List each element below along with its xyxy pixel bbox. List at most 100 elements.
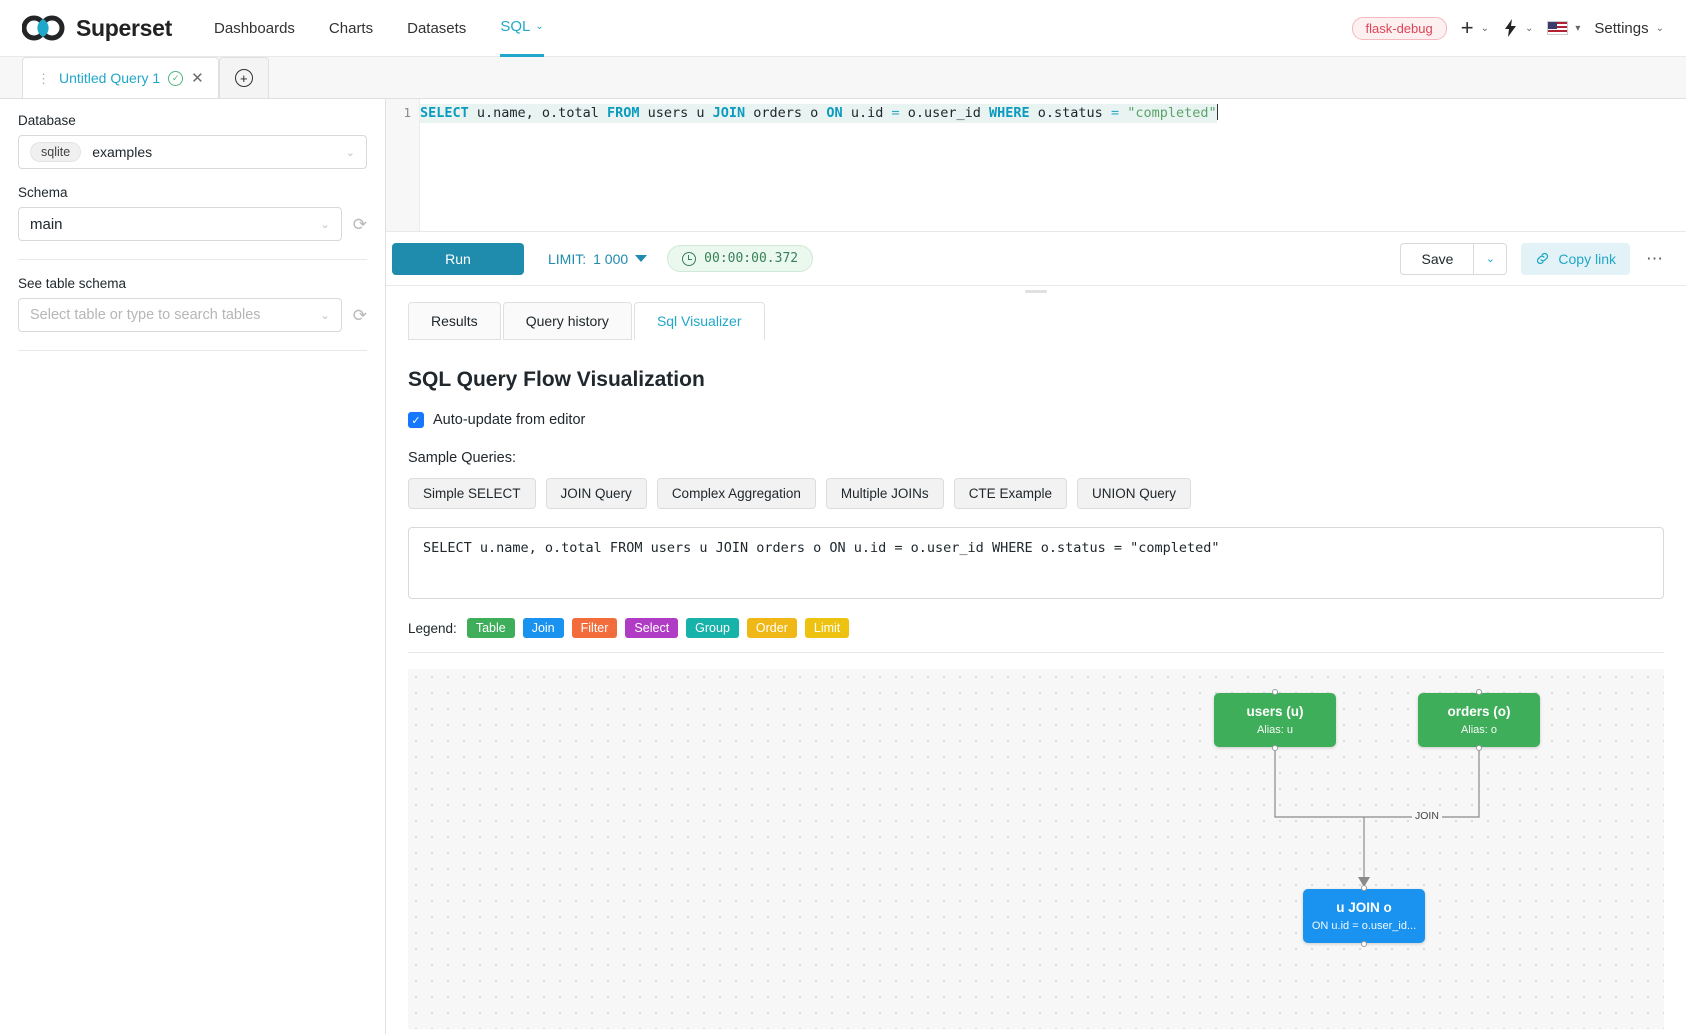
port-bottom-icon	[1272, 745, 1278, 751]
sample-button-cte-example[interactable]: CTE Example	[953, 478, 1067, 509]
save-dropdown-button[interactable]: ⌄	[1473, 242, 1508, 275]
editor-code-area[interactable]: SELECT u.name, o.total FROM users u JOIN…	[420, 99, 1686, 231]
sample-button-union-query[interactable]: UNION Query	[1076, 478, 1191, 509]
flow-node-join[interactable]: u JOIN o ON u.id = o.user_id...	[1303, 885, 1425, 947]
port-top-icon	[1361, 885, 1367, 891]
nav-link-dashboards-label: Dashboards	[214, 19, 295, 37]
nav-link-charts[interactable]: Charts	[329, 0, 373, 57]
sample-button-complex-aggregation[interactable]: Complex Aggregation	[656, 478, 816, 509]
chevron-down-icon: ⌄	[1655, 22, 1664, 34]
sample-button-simple-select[interactable]: Simple SELECT	[408, 478, 536, 509]
legend-label: Legend:	[408, 620, 457, 636]
schema-value: main	[30, 215, 63, 233]
brand-name: Superset	[76, 14, 173, 41]
flow-node-users[interactable]: users (u) Alias: u	[1214, 689, 1336, 751]
flask-debug-badge: flask-debug	[1351, 16, 1447, 40]
refresh-tables-icon[interactable]: ⟳	[352, 305, 367, 325]
schema-select[interactable]: main ⌄	[18, 207, 342, 241]
save-button-group: Save ⌄	[1400, 242, 1508, 275]
legend-badge-select: Select	[625, 618, 679, 638]
more-options-icon[interactable]: ⋯	[1646, 248, 1664, 268]
flow-node-orders-alias: Alias: o	[1460, 724, 1498, 736]
tab-query-history[interactable]: Query history	[502, 302, 632, 340]
run-button[interactable]: Run	[392, 242, 524, 275]
sidebar-panel: Database sqlite examples ⌄ Schema main ⌄…	[0, 99, 386, 1034]
flow-canvas[interactable]: users (u) Alias: u orders (o) Alias: o u…	[408, 669, 1664, 1029]
query-tabbar: ⋮ Untitled Query 1 ✓ ✕ +	[0, 57, 1686, 99]
sidebar-divider	[18, 259, 367, 260]
database-engine-pill: sqlite	[30, 142, 82, 162]
settings-menu[interactable]: Settings ⌄	[1594, 20, 1664, 37]
nav-link-datasets-label: Datasets	[407, 19, 467, 37]
us-flag-icon	[1547, 21, 1569, 35]
flow-edge-label-join: JOIN	[1412, 810, 1442, 822]
legend-badge-group: Group	[686, 618, 739, 638]
chevron-down-icon	[635, 255, 648, 262]
limit-value: 1 000	[593, 250, 629, 267]
new-item-menu[interactable]: + ⌄	[1461, 17, 1489, 39]
legend-badge-order: Order	[746, 618, 797, 638]
sidebar-bottom-divider	[18, 350, 367, 351]
port-top-icon	[1272, 689, 1278, 695]
chevron-down-icon: ⌄	[320, 309, 330, 322]
query-textarea[interactable]	[408, 527, 1664, 599]
chevron-down-icon: ⌄	[1485, 253, 1496, 265]
line-number: 1	[403, 105, 411, 120]
auto-update-checkbox[interactable]: ✓	[408, 412, 424, 428]
tab-query-history-label: Query history	[525, 313, 609, 329]
close-icon[interactable]: ✕	[191, 70, 204, 87]
table-schema-field: See table schema Select table or type to…	[18, 276, 367, 332]
schema-label: Schema	[18, 185, 68, 200]
table-select[interactable]: Select table or type to search tables ⌄	[18, 298, 342, 332]
sql-editor[interactable]: 1 SELECT u.name, o.total FROM users u JO…	[386, 99, 1686, 232]
page-title: SQL Query Flow Visualization	[408, 368, 705, 391]
main-pane: 1 SELECT u.name, o.total FROM users u JO…	[386, 99, 1686, 1034]
plus-circle-icon: +	[234, 69, 253, 87]
timer-value: 00:00:00.372	[704, 251, 799, 266]
save-button[interactable]: Save	[1400, 242, 1474, 275]
add-query-tab-button[interactable]: +	[218, 57, 269, 98]
flow-node-join-title: u JOIN o	[1336, 900, 1392, 915]
sample-query-buttons: Simple SELECT JOIN Query Complex Aggrega…	[408, 478, 1664, 509]
table-placeholder: Select table or type to search tables	[30, 307, 261, 323]
nav-link-dashboards[interactable]: Dashboards	[214, 0, 295, 57]
editor-toolbar: Run LIMIT: 1 000 00:00:00.372 Save ⌄	[386, 232, 1686, 286]
copy-link-button[interactable]: Copy link	[1521, 242, 1630, 275]
nav-link-datasets[interactable]: Datasets	[407, 0, 466, 57]
editor-gutter: 1	[386, 99, 420, 231]
refresh-schema-icon[interactable]: ⟳	[352, 214, 367, 234]
limit-dropdown[interactable]: LIMIT: 1 000	[548, 250, 648, 267]
link-icon	[1537, 252, 1549, 265]
nav-links: Dashboards Charts Datasets SQL ⌄	[214, 0, 544, 57]
sql-code-line: SELECT u.name, o.total FROM users u JOIN…	[420, 104, 1217, 123]
tab-sql-visualizer[interactable]: Sql Visualizer	[633, 302, 765, 340]
database-select[interactable]: sqlite examples ⌄	[18, 135, 367, 169]
legend: Legend: Table Join Filter Select Group O…	[408, 618, 1664, 653]
brand[interactable]: Superset	[22, 15, 172, 42]
bolt-menu[interactable]: ⌄	[1503, 19, 1533, 37]
tab-results[interactable]: Results	[408, 302, 501, 340]
drag-handle-icon[interactable]: ⋮	[37, 70, 51, 86]
nav-right-controls: flask-debug + ⌄ ⌄ ▾ Settings ⌄	[1351, 16, 1664, 40]
tab-results-label: Results	[431, 313, 478, 329]
flow-node-orders[interactable]: orders (o) Alias: o	[1418, 689, 1540, 751]
nav-link-sql[interactable]: SQL ⌄	[500, 0, 544, 57]
database-label: Database	[18, 113, 76, 128]
text-cursor	[1216, 104, 1218, 120]
legend-badge-limit: Limit	[804, 618, 850, 638]
sample-button-multiple-joins[interactable]: Multiple JOINs	[825, 478, 944, 509]
sample-button-join-query[interactable]: JOIN Query	[545, 478, 647, 509]
flow-node-users-title: users (u)	[1246, 704, 1304, 719]
superset-logo-icon	[22, 15, 65, 41]
pane-resize-handle[interactable]	[386, 286, 1686, 296]
chevron-down-icon: ⌄	[1524, 22, 1534, 34]
workspace: Database sqlite examples ⌄ Schema main ⌄…	[0, 99, 1686, 1034]
port-bottom-icon	[1361, 941, 1367, 947]
flow-edges	[1274, 747, 1480, 887]
flow-node-join-condition: ON u.id = o.user_id...	[1311, 920, 1417, 932]
top-navbar: Superset Dashboards Charts Datasets SQL …	[0, 0, 1686, 57]
query-tab-untitled-query-1[interactable]: ⋮ Untitled Query 1 ✓ ✕	[22, 57, 219, 98]
language-menu[interactable]: ▾	[1547, 21, 1580, 35]
sql-visualizer-panel: SQL Query Flow Visualization ✓ Auto-upda…	[386, 340, 1686, 1034]
schema-field: Schema main ⌄ ⟳	[18, 185, 367, 241]
